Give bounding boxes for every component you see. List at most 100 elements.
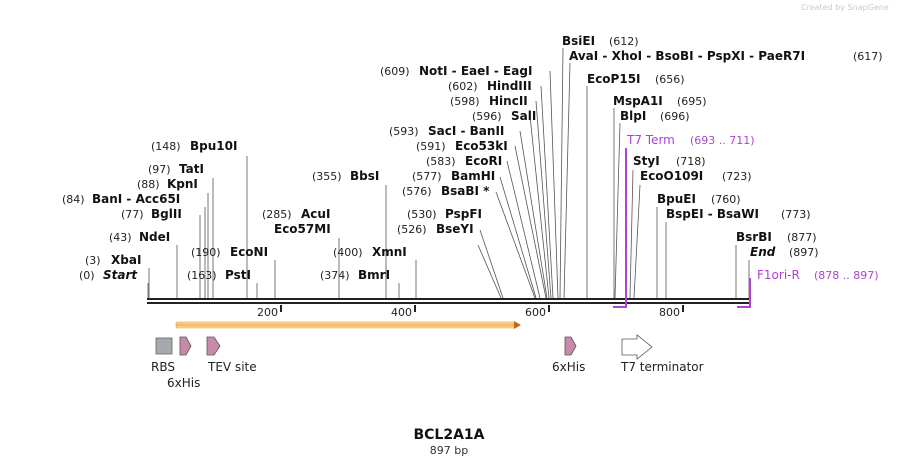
primer-name: T7 Term	[626, 133, 675, 147]
site-bglii[interactable]: (77) BglII	[121, 207, 182, 221]
site-name: AvaI - XhoI - BsoBI - PspXI - PaeR7I	[569, 49, 805, 63]
site-sali[interactable]: (596) SalI	[472, 109, 536, 123]
site-name: EcoP15I	[587, 72, 641, 86]
site-end[interactable]: End (897)	[750, 245, 819, 259]
site-name: BmrI	[358, 268, 390, 282]
site-position: (190)	[191, 246, 221, 259]
site-hindiii[interactable]: (602) HindIII	[448, 79, 532, 93]
site-name: EcoNI	[230, 245, 268, 259]
site-bbsi[interactable]: (355) BbsI	[312, 169, 379, 183]
site-acui[interactable]: (285) AcuI	[262, 207, 330, 221]
site-xbai[interactable]: (3) XbaI	[85, 253, 141, 267]
site-bpuei[interactable]: BpuEI (760)	[657, 192, 741, 206]
site-xmni[interactable]: (400) XmnI	[333, 245, 407, 259]
site-name: BsiEI	[562, 34, 595, 48]
site-eco53ki[interactable]: (591) Eco53kI	[416, 139, 508, 153]
site-name: HincII	[489, 94, 528, 108]
site-name: BsaBI *	[441, 184, 490, 198]
site-saci-banii[interactable]: (593) SacI - BanII	[389, 124, 504, 138]
site-ecori[interactable]: (583) EcoRI	[426, 154, 502, 168]
site-name: NotI - EaeI - EagI	[419, 64, 532, 78]
site-start[interactable]: (0) Start	[79, 268, 138, 282]
watermark-text: Created by SnapGene	[801, 3, 889, 12]
site-name: PstI	[225, 268, 251, 282]
orf-arrow[interactable]	[175, 321, 521, 329]
site-kpni[interactable]: (88) KpnI	[137, 177, 198, 191]
site-position: (593)	[389, 125, 419, 138]
site-position: (526)	[397, 223, 427, 236]
site-name: NdeI	[139, 230, 170, 244]
site-avai-xhoi-group[interactable]: AvaI - XhoI - BsoBI - PspXI - PaeR7I (61…	[569, 49, 883, 63]
site-noti-eaei-eagi[interactable]: (609) NotI - EaeI - EagI	[380, 64, 532, 78]
site-pspfi[interactable]: (530) PspFI	[407, 207, 482, 221]
site-bsrbi[interactable]: BsrBI (877)	[736, 230, 817, 244]
site-name: Start	[103, 268, 138, 282]
site-bspei-bsawi[interactable]: BspEI - BsaWI (773)	[666, 207, 811, 221]
site-name: Eco57MI	[274, 222, 331, 236]
his-tag-arrow-icon[interactable]	[564, 336, 577, 356]
site-name: HindIII	[487, 79, 532, 93]
site-position: (583)	[426, 155, 456, 168]
sequence-backbone	[147, 298, 751, 304]
site-name: StyI	[633, 154, 660, 168]
his-tag-arrow-icon[interactable]	[179, 336, 192, 356]
features-track: RBS 6xHis TEV site 6xHis T7 terminator	[151, 334, 704, 390]
site-name: MspA1I	[613, 94, 663, 108]
snapgene-watermark: Created by SnapGene	[801, 3, 889, 12]
site-name: SacI - BanII	[428, 124, 504, 138]
feature-label-rbs: RBS	[151, 360, 175, 374]
site-psti[interactable]: (163) PstI	[187, 268, 251, 282]
site-ndei[interactable]: (43) NdeI	[109, 230, 170, 244]
site-position: (576)	[402, 185, 432, 198]
site-name: BglII	[151, 207, 182, 221]
site-position: (374)	[320, 269, 350, 282]
site-position: (530)	[407, 208, 437, 221]
site-bpu10i[interactable]: (148) Bpu10I	[151, 139, 237, 153]
site-name: PspFI	[445, 207, 482, 221]
site-position: (773)	[781, 208, 811, 221]
site-name: Eco53kI	[455, 139, 508, 153]
site-position: (718)	[676, 155, 706, 168]
primer-f1ori-r[interactable]: F1ori-R (878 .. 897)	[737, 268, 879, 308]
primer-name: F1ori-R	[757, 268, 800, 282]
sequence-length: 897 bp	[430, 444, 468, 457]
tev-arrow-icon[interactable]	[206, 336, 221, 356]
site-position: (355)	[312, 170, 342, 183]
site-position: (77)	[121, 208, 144, 221]
site-bamhi[interactable]: (577) BamHI	[412, 169, 495, 183]
terminator-arrow-icon[interactable]	[621, 334, 653, 360]
site-hincii[interactable]: (598) HincII	[450, 94, 528, 108]
site-name: BspEI - BsaWI	[666, 207, 759, 221]
site-name: SalI	[511, 109, 536, 123]
feature-label-t7-terminator: T7 terminator	[620, 360, 704, 374]
site-tati[interactable]: (97) TatI	[148, 162, 204, 176]
site-bseyi[interactable]: (526) BseYI	[397, 222, 474, 236]
site-bsiei[interactable]: BsiEI (612)	[562, 34, 639, 48]
site-name: XbaI	[111, 253, 141, 267]
axis-tick-label: 200	[257, 306, 278, 319]
site-styi[interactable]: StyI (718)	[633, 154, 706, 168]
site-position: (400)	[333, 246, 363, 259]
sequence-name: BCL2A1A	[413, 427, 484, 443]
site-bmri[interactable]: (374) BmrI	[320, 268, 390, 282]
site-bsabi[interactable]: (576) BsaBI *	[402, 184, 490, 198]
site-position: (656)	[655, 73, 685, 86]
site-eco57mi[interactable]: Eco57MI	[274, 222, 331, 236]
site-position: (591)	[416, 140, 446, 153]
site-position: (598)	[450, 95, 480, 108]
primer-t7-term[interactable]: T7 Term (693 .. 711)	[613, 133, 755, 308]
site-name: XmnI	[372, 245, 407, 259]
site-mspa1i[interactable]: MspA1I (695)	[613, 94, 707, 108]
axis-tick-label: 800	[659, 306, 680, 319]
site-position: (285)	[262, 208, 292, 221]
site-bani-acc65i[interactable]: (84) BanI - Acc65I	[62, 192, 180, 206]
rbs-box-icon[interactable]	[155, 337, 173, 355]
site-econi[interactable]: (190) EcoNI	[191, 245, 268, 259]
site-ecop15i[interactable]: EcoP15I (656)	[587, 72, 685, 86]
site-blpi[interactable]: BlpI (696)	[620, 109, 690, 123]
site-position: (609)	[380, 65, 410, 78]
site-ecoo109i[interactable]: EcoO109I (723)	[640, 169, 752, 183]
feature-label-tev-site: TEV site	[207, 360, 257, 374]
site-position: (3)	[85, 254, 101, 267]
